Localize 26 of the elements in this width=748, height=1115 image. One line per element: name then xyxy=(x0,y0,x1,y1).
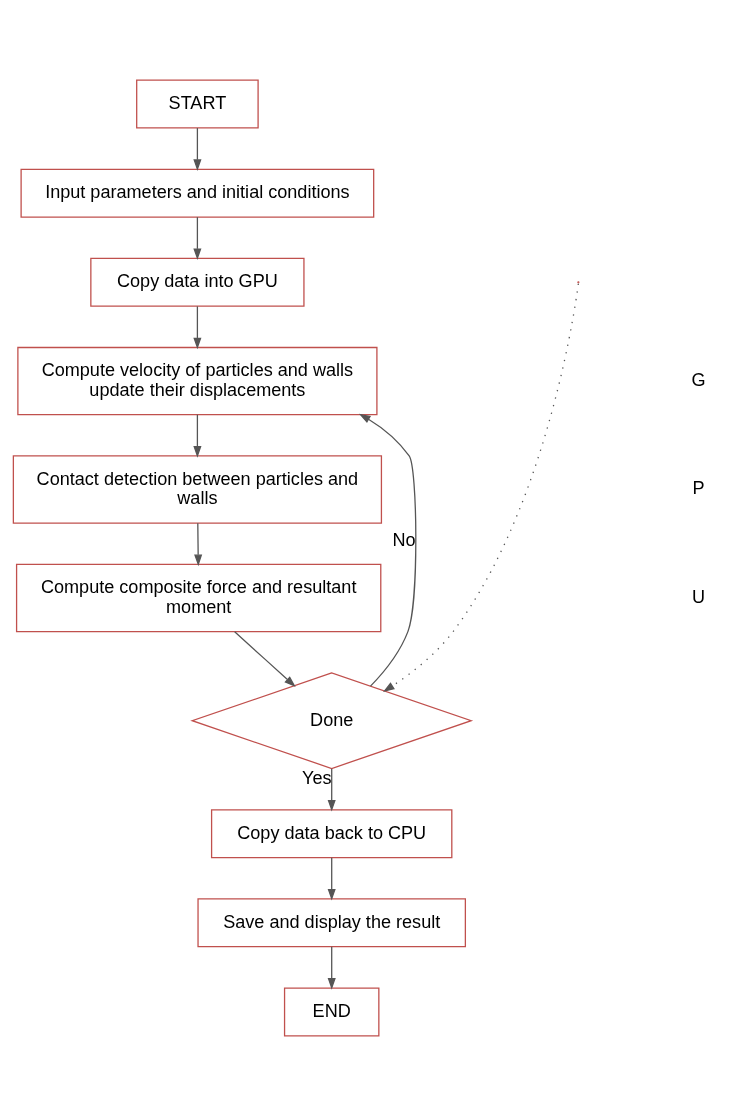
node-diamond: Done xyxy=(190,671,474,769)
label: G xyxy=(691,369,706,390)
node-box: Compute velocity of particles and walls update their displacements xyxy=(17,346,378,415)
edge-label: No xyxy=(392,529,416,550)
node-box: START xyxy=(136,79,259,129)
label: P xyxy=(692,477,705,498)
arrow xyxy=(193,413,202,458)
arrow xyxy=(193,216,202,260)
arrow xyxy=(234,630,296,687)
arrow xyxy=(193,305,202,349)
arrow xyxy=(194,522,203,566)
arrow xyxy=(383,282,579,692)
label: U xyxy=(691,586,706,607)
node-box: Compute composite force and resultant moment xyxy=(15,563,382,632)
arrow xyxy=(193,126,202,171)
arrow xyxy=(327,856,336,901)
arrow xyxy=(327,767,336,812)
node-box: Input parameters and initial conditions xyxy=(20,168,375,218)
edge-label: Yes xyxy=(302,767,332,788)
arrow xyxy=(327,945,336,990)
node-box: Save and display the result xyxy=(197,897,466,947)
node-box: Contact detection between particles and walls xyxy=(12,454,383,524)
node-box: Copy data into GPU xyxy=(90,257,305,307)
node-box: END xyxy=(283,986,380,1036)
node-box: Copy data back to CPU xyxy=(210,808,453,858)
arrow xyxy=(358,413,417,687)
